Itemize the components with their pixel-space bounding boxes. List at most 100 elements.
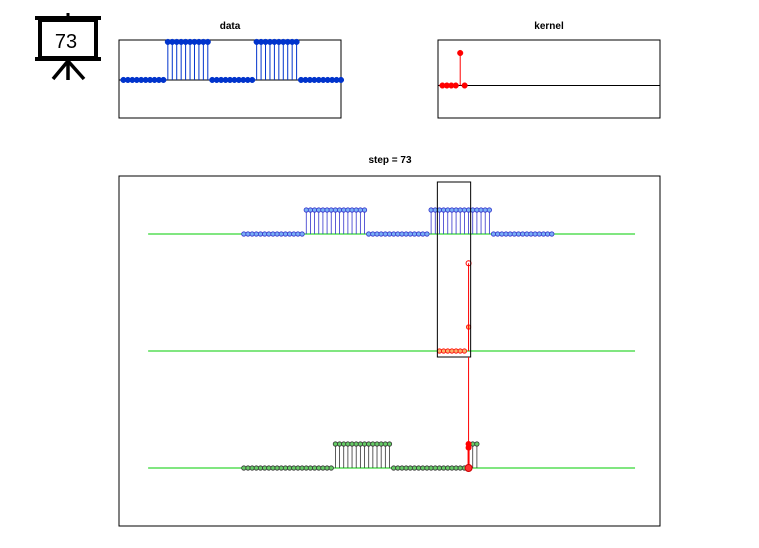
stem-marker (370, 441, 376, 447)
stem-marker (416, 231, 422, 237)
stem-marker (274, 231, 280, 237)
stem-marker (445, 465, 451, 471)
stem-marker (299, 231, 305, 237)
stem-marker (420, 231, 426, 237)
stem-marker (337, 76, 345, 84)
stem-marker (416, 465, 422, 471)
stem-marker (532, 231, 538, 237)
stem-marker (474, 441, 480, 447)
stem-marker (449, 207, 455, 213)
stem-marker (378, 441, 384, 447)
stem-marker (282, 231, 289, 237)
stem-marker (336, 441, 343, 447)
stem-marker (245, 231, 251, 237)
stem-marker (386, 231, 393, 237)
stem-marker (253, 465, 259, 471)
stem-marker (328, 207, 334, 213)
stem-marker (445, 207, 451, 213)
stem-marker (320, 465, 326, 471)
current-output-point (464, 464, 473, 472)
stem-marker (399, 465, 405, 471)
stem-marker (411, 465, 418, 471)
stem-marker (478, 207, 484, 213)
step-number: 73 (55, 31, 77, 53)
stem-marker (391, 465, 397, 471)
stem-marker (449, 465, 455, 471)
stem-marker (270, 465, 276, 471)
stem-marker (432, 465, 438, 471)
stem-marker (453, 207, 459, 213)
stem-marker (332, 207, 338, 213)
presentation-board-icon (35, 13, 101, 81)
stem-marker (461, 348, 468, 354)
stem-marker (291, 465, 297, 471)
stem-marker (349, 441, 355, 447)
stem-marker (241, 231, 247, 237)
stem-marker (424, 231, 430, 237)
stem-marker (291, 231, 297, 237)
stem-marker (262, 465, 268, 471)
stem-marker (382, 441, 388, 447)
stem-marker (482, 207, 488, 213)
convolution-panel-title: step = 73 (368, 155, 412, 166)
stem-marker (287, 231, 293, 237)
stem-marker (453, 348, 459, 354)
stem-marker (432, 207, 438, 213)
stem-marker (545, 231, 551, 237)
stem-marker (324, 465, 330, 471)
stem-marker (465, 207, 472, 213)
stem-marker (428, 465, 434, 471)
stem-marker (287, 465, 293, 471)
current-output-marker (465, 441, 472, 447)
stem-marker (399, 231, 405, 237)
stem-marker (336, 207, 343, 213)
stem-marker (293, 38, 300, 45)
kernel-panel-frame (437, 39, 661, 119)
stem-marker (160, 76, 167, 84)
stem-marker (461, 207, 468, 213)
stem-marker (391, 231, 397, 237)
data-panel-title: data (220, 21, 241, 32)
stem-marker (266, 465, 272, 471)
stem-marker (257, 465, 264, 471)
stem-marker (436, 348, 443, 354)
stem-marker (316, 465, 322, 471)
stem-marker (520, 231, 526, 237)
stem-marker (403, 465, 409, 471)
kernel-stem-series (438, 49, 660, 89)
stem-marker (457, 348, 463, 354)
stem-marker (341, 207, 347, 213)
stem-marker (349, 207, 355, 213)
stem-marker (461, 82, 468, 89)
stem-marker (411, 231, 418, 237)
stem-marker (495, 231, 501, 237)
stem-marker (311, 465, 318, 471)
convolution-panel-frame (118, 175, 661, 527)
stem-marker (366, 231, 372, 237)
stem-marker (274, 465, 280, 471)
stem-marker (320, 207, 326, 213)
stem-marker (528, 231, 534, 237)
convolution-panel: step = 73 (118, 155, 661, 527)
stem-marker (295, 465, 301, 471)
step-badge: 73 (35, 13, 101, 81)
stem-marker (249, 231, 255, 237)
stem-marker (266, 231, 272, 237)
stem-marker (345, 441, 351, 447)
stem-marker (341, 441, 347, 447)
stem-marker (361, 441, 368, 447)
stem-marker (328, 465, 334, 471)
stem-marker (303, 207, 309, 213)
stem-marker (257, 231, 264, 237)
stem-marker (452, 82, 459, 89)
stem-marker (204, 38, 211, 45)
stem-marker (299, 465, 305, 471)
stem-marker (407, 465, 413, 471)
stem-marker (420, 465, 426, 471)
stem-marker (374, 441, 380, 447)
data-stem-series (119, 38, 345, 84)
stem-marker (457, 465, 463, 471)
stem-marker (262, 231, 268, 237)
stem-marker (549, 231, 555, 237)
stem-marker (278, 231, 284, 237)
